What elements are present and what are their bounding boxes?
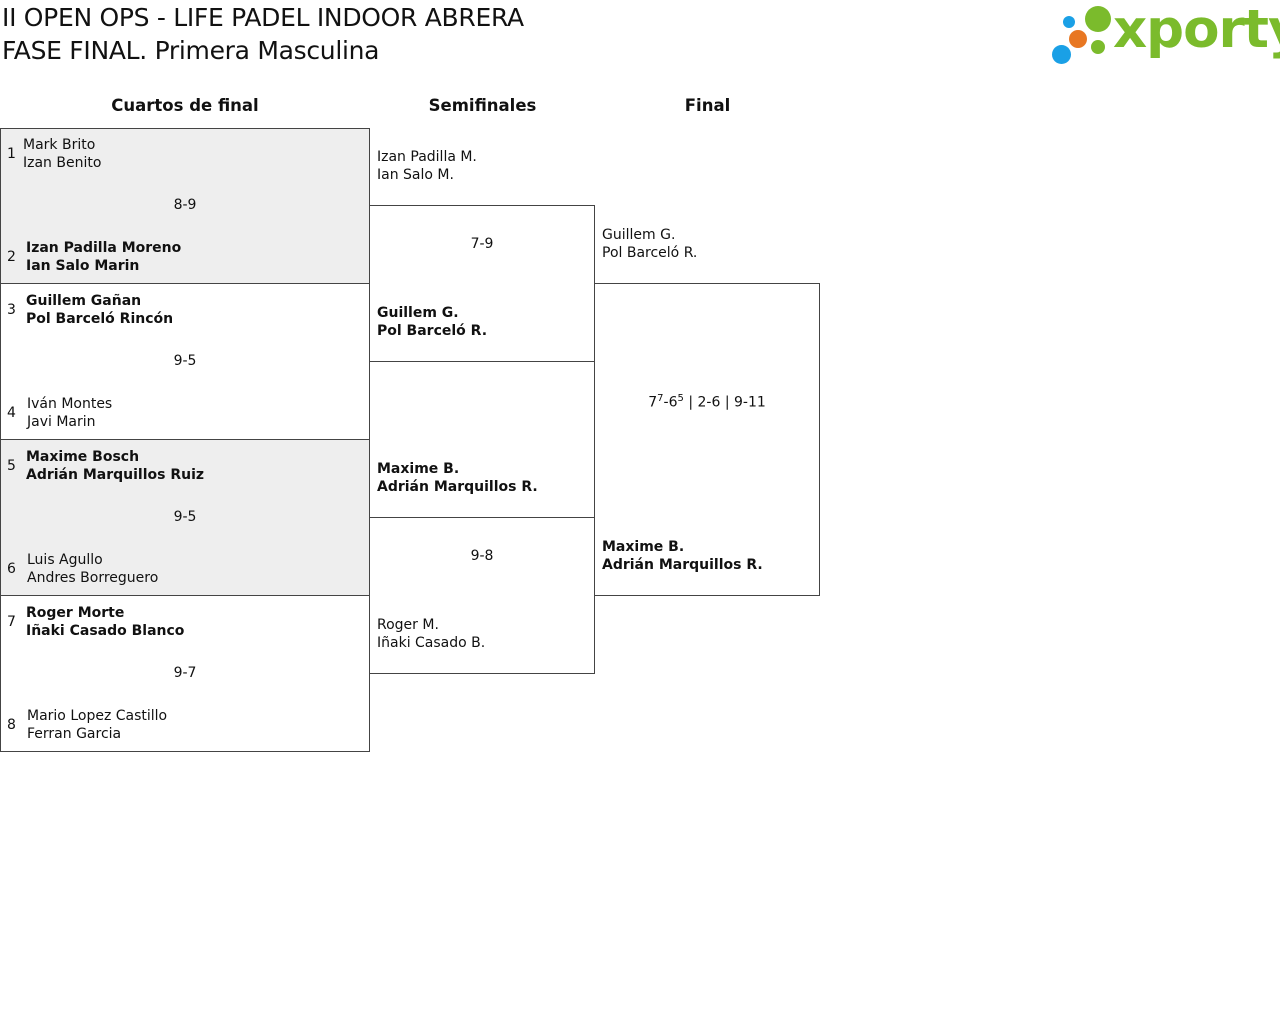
player-name: Maxime B. [602,539,685,555]
qf-match-1 [0,128,370,284]
seed-number: 4 [7,405,16,421]
seed-number: 6 [7,561,16,577]
round-header-quarterfinals: Cuartos de final [111,96,259,115]
logo-dot-blue [1052,45,1071,64]
qf4-team-bottom: Mario Lopez Castillo Ferran Garcia [27,707,167,743]
round-header-final: Final [684,96,731,115]
player-name: Iñaki Casado B. [377,635,486,651]
final-match [594,283,820,596]
qf2-team-top-winner: Guillem Gañan Pol Barceló Rincón [26,292,173,328]
qf-match-3 [0,439,370,596]
qf4-score: 9-7 [173,665,197,681]
player-name: Maxime B. [377,461,460,477]
qf3-team-bottom: Luis Agullo Andres Borreguero [27,551,158,587]
player-name: Mark Brito [23,137,96,153]
seed-number: 3 [7,302,16,318]
round-header-semifinals: Semifinales [428,96,537,115]
seed-number: 5 [7,458,16,474]
player-name: Iván Montes [27,396,113,412]
category-title: FASE FINAL. Primera Masculina [2,36,380,65]
player-name: Izan Benito [23,155,102,171]
qf3-team-top-winner: Maxime Bosch Adrián Marquillos Ruiz [26,448,204,484]
final-score: 77-65 | 2-6 | 9-11 [648,393,766,411]
set1-games-b: 6 [668,394,678,411]
seed-number: 8 [7,717,16,733]
qf3-score: 9-5 [173,509,197,525]
logo-dot-orange [1069,30,1087,48]
qf4-team-top-winner: Roger Morte Iñaki Casado Blanco [26,604,184,640]
final-team-top: Guillem G. Pol Barceló R. [602,226,697,262]
player-name: Adrián Marquillos R. [377,479,538,495]
logo-dot-blue-small [1063,16,1075,28]
remaining-sets: | 2-6 | 9-11 [683,394,766,411]
logo-dot-green-small [1091,40,1105,54]
player-name: Izan Padilla Moreno [26,240,182,256]
qf1-team-bottom-winner: Izan Padilla Moreno Ian Salo Marin [26,239,181,275]
sf2-score: 9-8 [470,548,494,564]
player-name: Adrián Marquillos Ruiz [26,467,205,483]
set1-tiebreak-b: 5 [677,393,684,404]
sf2-team-top-winner: Maxime B. Adrián Marquillos R. [377,460,538,496]
qf1-team-top: Mark Brito Izan Benito [23,136,101,172]
player-name: Guillem G. [377,305,459,321]
player-name: Luis Agullo [27,552,103,568]
logo-dot-green [1085,6,1111,32]
player-name: Pol Barceló R. [602,245,698,261]
player-name: Izan Padilla M. [377,149,477,165]
player-name: Pol Barceló R. [377,323,488,339]
set1-tiebreak-a: 7 [657,393,664,404]
player-name: Adrián Marquillos R. [602,557,763,573]
player-name: Andres Borreguero [27,570,159,586]
qf2-score: 9-5 [173,353,197,369]
player-name: Roger Morte [26,605,125,621]
player-name: Ferran Garcia [27,726,122,742]
player-name: Guillem G. [602,227,676,243]
sf1-score: 7-9 [470,236,494,252]
qf2-team-bottom: Iván Montes Javi Marin [27,395,112,431]
logo-text: xporty [1113,0,1280,60]
tournament-title: II OPEN OPS - LIFE PADEL INDOOR ABRERA [2,3,524,32]
player-name: Javi Marin [27,414,96,430]
player-name: Ian Salo Marin [26,258,140,274]
seed-number: 1 [7,146,16,162]
set1-games-a: 7 [648,394,658,411]
sf2-team-bottom: Roger M. Iñaki Casado B. [377,616,485,652]
player-name: Roger M. [377,617,439,633]
player-name: Ian Salo M. [377,167,454,183]
sf1-team-top: Izan Padilla M. Ian Salo M. [377,148,477,184]
qf1-score: 8-9 [173,197,197,213]
player-name: Mario Lopez Castillo [27,708,168,724]
player-name: Pol Barceló Rincón [26,311,174,327]
player-name: Guillem Gañan [26,293,142,309]
xporty-logo: xporty [1050,0,1280,68]
seed-number: 2 [7,249,16,265]
player-name: Iñaki Casado Blanco [26,623,185,639]
final-team-bottom-champion: Maxime B. Adrián Marquillos R. [602,538,763,574]
player-name: Maxime Bosch [26,449,140,465]
seed-number: 7 [7,614,16,630]
sf1-team-bottom-winner: Guillem G. Pol Barceló R. [377,304,487,340]
